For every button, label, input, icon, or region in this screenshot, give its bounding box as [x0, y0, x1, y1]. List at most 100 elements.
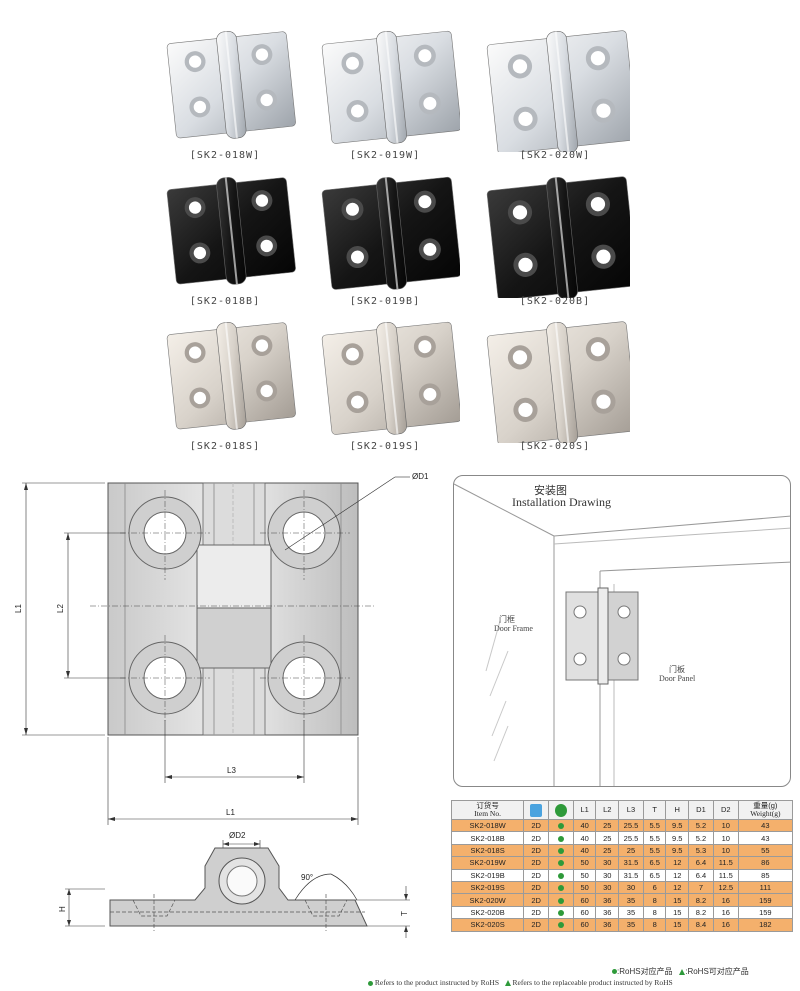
cell-h: 9.5 — [665, 843, 690, 858]
installation-title-cn: 安装图 — [534, 485, 567, 497]
header-t: T — [642, 800, 667, 820]
door-panel-label-cn: 门板 — [669, 665, 685, 674]
header-l3: L3 — [618, 800, 644, 820]
cell-d2: 11.5 — [712, 856, 739, 870]
cell-l2: 25 — [595, 831, 620, 845]
cell-l2: 25 — [595, 818, 620, 833]
cell-l1: 60 — [572, 905, 597, 920]
product-code: [SK2-018W] — [189, 150, 261, 161]
cell-item: SK2-018B — [450, 831, 525, 845]
cell-h: 12 — [665, 880, 690, 895]
header-2d — [523, 800, 550, 820]
cell-item: SK2-018S — [450, 843, 525, 858]
product-code: [SK2-020W] — [519, 150, 591, 161]
dim-l2: L2 — [56, 604, 65, 613]
header-d2: D2 — [712, 800, 739, 820]
cell-rohs — [548, 856, 574, 870]
legend-rohs-cn: :RoHS对应产品 — [617, 967, 673, 976]
rohs-dot-icon — [557, 922, 564, 929]
product-code: [SK2-019W] — [349, 150, 421, 161]
cell-type: 2D — [523, 880, 550, 895]
cell-rohs — [548, 831, 574, 845]
cell-type: 2D — [523, 905, 550, 920]
rohs-dot-icon — [557, 897, 564, 904]
cell-t: 6.5 — [642, 868, 667, 882]
hinge-photo — [166, 31, 296, 139]
installation-drawing-panel: 安装图 Installation Drawing 门框 Door Frame 门… — [453, 475, 791, 787]
cell-t: 5.5 — [642, 843, 667, 858]
product-code: [SK2-020S] — [519, 441, 591, 452]
cell-l2: 30 — [595, 868, 620, 882]
cell-l3: 25.5 — [618, 818, 644, 833]
header-item-en: Item No. — [474, 809, 501, 818]
cell-d1: 5.3 — [688, 843, 714, 858]
cell-t: 5.5 — [642, 831, 667, 845]
cell-l1: 40 — [572, 831, 597, 845]
cell-l3: 31.5 — [618, 868, 644, 882]
table-header-row: 订货号 Item No. L1 L2 L3 T H D1 D2 重量(g) We… — [450, 800, 794, 820]
dim-l1-vertical: L1 — [14, 604, 23, 613]
door-frame-label-en: Door Frame — [494, 624, 533, 633]
cell-d1: 8.2 — [688, 905, 714, 920]
rohs-dot-icon — [557, 872, 564, 879]
rohs-dot-icon — [557, 847, 564, 854]
cell-t: 6.5 — [642, 856, 667, 870]
cell-item: SK2-018W — [450, 818, 525, 833]
cell-d2: 10 — [712, 818, 739, 833]
cell-type: 2D — [523, 856, 550, 870]
rohs-triangle-icon — [504, 980, 511, 987]
product-code: [SK2-018B] — [189, 296, 261, 307]
cell-type: 2D — [523, 831, 550, 845]
cell-item: SK2-019B — [450, 868, 525, 882]
cell-l2: 30 — [595, 856, 620, 870]
header-item-no: 订货号 Item No. — [450, 800, 525, 820]
cell-l1: 50 — [572, 856, 597, 870]
cell-weight: 159 — [737, 905, 794, 920]
cell-l1: 40 — [572, 843, 597, 858]
legend-cn: :RoHS对应产品 :RoHS可对应产品 — [612, 966, 749, 977]
rohs-dot-icon — [557, 860, 564, 867]
cell-h: 15 — [665, 893, 690, 907]
hinge-photo — [486, 321, 630, 443]
cell-d2: 16 — [712, 905, 739, 920]
cell-type: 2D — [523, 868, 550, 882]
product-code: [SK2-018S] — [189, 441, 261, 452]
cell-l2: 36 — [595, 893, 620, 907]
cell-d1: 5.2 — [688, 818, 714, 833]
header-weight-en: Weight(g) — [750, 809, 781, 818]
document-icon — [530, 803, 543, 817]
dim-l1-horizontal: L1 — [226, 808, 235, 817]
cell-l2: 30 — [595, 880, 620, 895]
cell-l3: 25.5 — [618, 831, 644, 845]
header-item-cn: 订货号 — [476, 800, 499, 810]
cell-t: 8 — [642, 918, 667, 932]
cell-l1: 60 — [572, 918, 597, 932]
hinge-photo — [486, 30, 630, 152]
cell-l3: 30 — [618, 880, 644, 895]
product-code: [SK2-020B] — [519, 296, 591, 307]
legend-rohs-replace-en: Refers to the replaceable product instru… — [512, 978, 673, 987]
angle-label: 90° — [301, 873, 313, 882]
cell-rohs — [548, 818, 574, 833]
header-weight: 重量(g) Weight(g) — [737, 800, 794, 820]
installation-illustration — [454, 483, 790, 786]
cell-d2: 10 — [712, 831, 739, 845]
cell-l2: 36 — [595, 905, 620, 920]
legend-rohs-en: Refers to the product instructed by RoHS — [374, 978, 500, 987]
hinge-photo — [321, 321, 460, 435]
cell-h: 15 — [665, 905, 690, 920]
cell-l2: 25 — [595, 843, 620, 858]
cell-weight: 86 — [737, 856, 794, 870]
cell-d1: 6.4 — [688, 868, 714, 882]
cell-item: SK2-020S — [450, 918, 525, 932]
rohs-dot-icon — [557, 835, 564, 842]
cell-l2: 36 — [595, 918, 620, 932]
product-code: [SK2-019S] — [349, 441, 421, 452]
rohs-dot-icon — [612, 969, 617, 975]
cell-l1: 50 — [572, 880, 597, 895]
